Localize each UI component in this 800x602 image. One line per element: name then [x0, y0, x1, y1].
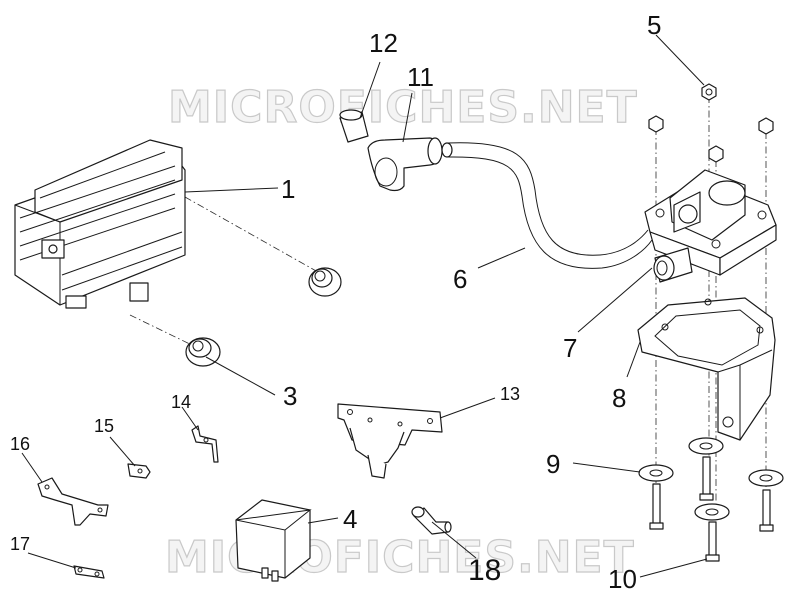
leader-lines [21, 34, 708, 578]
hex-nut-mid [708, 145, 724, 163]
elbow-connector [411, 506, 452, 535]
watermark-top: MICROFICHES.NET [168, 82, 638, 133]
callout-5: 5 [647, 10, 661, 40]
callout-17: 17 [10, 534, 30, 554]
callout-3: 3 [283, 381, 297, 411]
callout-6: 6 [453, 264, 467, 294]
callout-7: 7 [563, 333, 577, 363]
callout-4: 4 [343, 504, 357, 534]
ignition-cable [441, 142, 653, 269]
callout-13: 13 [500, 384, 520, 404]
watermark-bottom: MICROFICHES.NET [165, 532, 635, 583]
relay-box [235, 499, 312, 582]
callout-9: 9 [546, 449, 560, 479]
screw-mid [699, 456, 714, 501]
screw-lower [705, 521, 720, 562]
hex-nut-left [648, 115, 664, 133]
voltage-regulator [14, 139, 186, 309]
support-bracket-16 [37, 477, 109, 526]
callout-12: 12 [369, 28, 398, 58]
screw-right [759, 489, 774, 532]
callout-18: 18 [468, 554, 501, 587]
callout-16: 16 [10, 434, 30, 454]
washer-left [638, 464, 674, 482]
hex-nut-5 [701, 83, 717, 101]
callout-14: 14 [171, 392, 191, 412]
callout-10: 10 [608, 564, 637, 594]
callout-11: 11 [407, 62, 434, 92]
ignition-coil [644, 169, 777, 283]
coil-bracket [637, 297, 776, 441]
clip-bracket-14 [191, 425, 219, 463]
callout-15: 15 [94, 416, 114, 436]
rubber-grommet-lower [185, 337, 221, 367]
tab-clip-15 [127, 463, 151, 479]
callout-8: 8 [612, 383, 626, 413]
screw-left [649, 483, 664, 530]
callout-labels: 1 3 4 5 6 7 8 9 10 11 12 13 14 15 16 17 … [10, 10, 661, 594]
rubber-grommet-upper [308, 267, 342, 297]
washer-right [748, 469, 784, 487]
callout-1: 1 [281, 174, 295, 204]
washer-lower [694, 503, 730, 521]
hex-nut-right [758, 117, 774, 135]
washer-mid [688, 437, 724, 455]
mounting-bracket-13 [337, 403, 443, 479]
plug-cap-seal [339, 109, 369, 143]
spark-plug-boot [367, 137, 443, 192]
strap-17 [73, 565, 105, 579]
